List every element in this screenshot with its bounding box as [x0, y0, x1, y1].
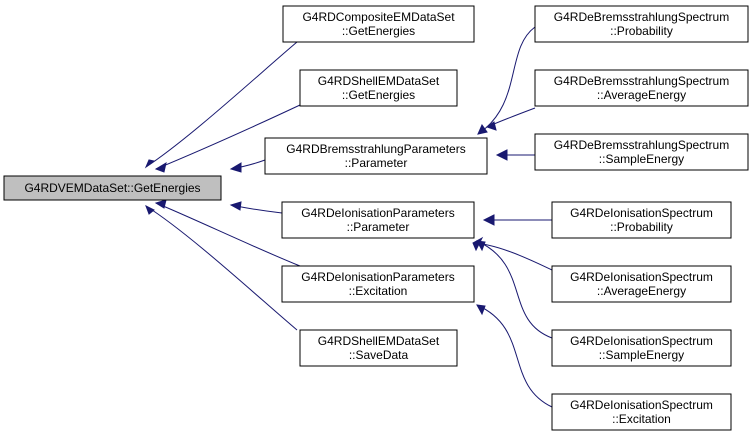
- arrowhead-icon: [476, 304, 486, 316]
- node-box: [299, 69, 458, 107]
- node-label-line: ::Excitation: [612, 412, 671, 426]
- node-label-line: G4RDBremsstrahlungParameters: [286, 142, 465, 156]
- edge-bremAvg-to-bremParam: [485, 107, 536, 131]
- edge-line: [476, 240, 553, 339]
- node-label-line: G4RDeBremsstrahlungSpectrum: [554, 74, 729, 88]
- node-ionAvg[interactable]: G4RDeIonisationSpectrum::AverageEnergy: [551, 265, 732, 303]
- edge-ionExcSpec-to-ionExc: [476, 304, 553, 408]
- node-bremAvg[interactable]: G4RDeBremsstrahlungSpectrum::AverageEner…: [534, 69, 749, 107]
- arrowhead-icon: [145, 204, 155, 215]
- node-box: [551, 393, 732, 431]
- node-label-line: ::SaveData: [349, 348, 409, 362]
- node-box: [3, 175, 222, 201]
- node-label-line: ::Parameter: [347, 220, 410, 234]
- node-ionProb[interactable]: G4RDeIonisationSpectrum::Probability: [551, 201, 732, 239]
- node-label-line: G4RDeIonisationSpectrum: [570, 270, 713, 284]
- arrowhead-icon: [485, 121, 497, 131]
- node-label-line: ::SampleEnergy: [599, 152, 684, 166]
- node-label-line: G4RDCompositeEMDataSet: [302, 10, 455, 24]
- node-box: [264, 137, 488, 175]
- node-shellGet[interactable]: G4RDShellEMDataSet::GetEnergies: [299, 69, 458, 107]
- edge-ionProb-to-ionParam: [482, 214, 552, 226]
- edge-line: [145, 41, 298, 168]
- node-label-line: G4RDeIonisationSpectrum: [570, 398, 713, 412]
- nodes-layer: G4RDVEMDataSet::GetEnergies G4RDComposite…: [3, 5, 749, 431]
- edge-shellSave-to-root: [145, 204, 298, 331]
- node-label-line: G4RDShellEMDataSet: [318, 74, 440, 88]
- node-label-line: G4RDeBremsstrahlungSpectrum: [554, 10, 729, 24]
- node-label-line: ::AverageEnergy: [597, 284, 686, 298]
- node-box: [282, 5, 475, 43]
- node-box: [551, 329, 732, 367]
- node-label-line: ::Probability: [610, 220, 673, 234]
- edge-ionExc-to-root: [154, 199, 301, 267]
- arrowhead-icon: [154, 199, 167, 209]
- node-box: [551, 201, 732, 239]
- edge-line: [477, 26, 536, 135]
- node-label-line: G4RDeBremsstrahlungSpectrum: [554, 138, 729, 152]
- arrowhead-icon: [144, 159, 156, 169]
- node-label-line: ::GetEnergies: [342, 24, 415, 38]
- arrowhead-icon: [477, 123, 488, 135]
- edge-bremParam-to-root: [229, 159, 266, 173]
- arrowhead-icon: [229, 201, 242, 211]
- edge-shellGet-to-root: [154, 104, 301, 173]
- edge-line: [155, 104, 301, 170]
- node-label-line: G4RDVEMDataSet::GetEnergies: [24, 181, 200, 195]
- arrowhead-icon: [482, 214, 495, 226]
- node-label-line: ::Parameter: [345, 156, 408, 170]
- arrowhead-icon: [495, 149, 508, 161]
- edge-bremProb-to-bremParam: [477, 26, 536, 135]
- edge-ionParam-to-root: [229, 201, 283, 214]
- node-box: [281, 201, 475, 239]
- node-label-line: ::AverageEnergy: [597, 88, 686, 102]
- edge-line: [476, 304, 553, 408]
- node-label-line: G4RDeIonisationParameters: [301, 270, 454, 284]
- node-ionParam[interactable]: G4RDeIonisationParameters::Parameter: [281, 201, 475, 239]
- node-ionExcSpec[interactable]: G4RDeIonisationSpectrum::Excitation: [551, 393, 732, 431]
- node-box: [551, 265, 732, 303]
- node-composite[interactable]: G4RDCompositeEMDataSet::GetEnergies: [282, 5, 475, 43]
- node-label-line: G4RDShellEMDataSet: [318, 334, 440, 348]
- node-shellSave[interactable]: G4RDShellEMDataSet::SaveData: [299, 329, 458, 367]
- edge-line: [472, 242, 553, 271]
- node-bremProb[interactable]: G4RDeBremsstrahlungSpectrum::Probability: [534, 5, 749, 43]
- node-bremSample[interactable]: G4RDeBremsstrahlungSpectrum::SampleEnerg…: [534, 133, 749, 171]
- node-label-line: ::GetEnergies: [342, 88, 415, 102]
- node-box: [534, 133, 749, 171]
- edge-line: [145, 205, 298, 331]
- arrowhead-icon: [154, 161, 167, 173]
- node-label-line: ::Probability: [610, 24, 673, 38]
- node-label-line: ::SampleEnergy: [599, 348, 684, 362]
- node-box: [534, 69, 749, 107]
- node-label-line: ::Excitation: [349, 284, 408, 298]
- node-ionExc[interactable]: G4RDeIonisationParameters::Excitation: [281, 265, 475, 303]
- node-root: G4RDVEMDataSet::GetEnergies: [3, 175, 222, 201]
- node-box: [281, 265, 475, 303]
- node-box: [534, 5, 749, 43]
- node-ionSample[interactable]: G4RDeIonisationSpectrum::SampleEnergy: [551, 329, 732, 367]
- node-label-line: G4RDeIonisationParameters: [301, 206, 454, 220]
- node-bremParam[interactable]: G4RDBremsstrahlungParameters::Parameter: [264, 137, 488, 175]
- edges-layer: [144, 26, 553, 408]
- node-label-line: G4RDeIonisationSpectrum: [570, 206, 713, 220]
- arrowhead-icon: [229, 162, 242, 173]
- arrowhead-icon: [476, 240, 486, 252]
- edge-line: [155, 202, 301, 267]
- edge-composite-to-root: [144, 41, 298, 169]
- edge-ionSample-to-ionParam: [476, 240, 553, 339]
- edge-bremSample-to-bremParam: [495, 149, 535, 161]
- node-label-line: G4RDeIonisationSpectrum: [570, 334, 713, 348]
- node-box: [299, 329, 458, 367]
